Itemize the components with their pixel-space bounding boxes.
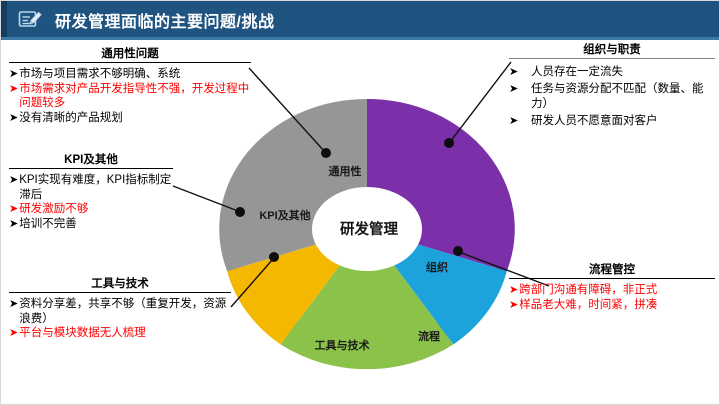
callout-kpi-rule [9, 168, 173, 169]
list-item-text: 样品老大难，时间紧，拼凑 [519, 298, 658, 311]
list-item-text: KPI实现有难度，KPI指标制定滞后 [19, 174, 172, 201]
pie-center-label: 研发管理 [340, 220, 398, 238]
list-item-text: 培训不完善 [19, 217, 77, 230]
list-item: ➤ 样品老大难，时间紧，拼凑 [509, 298, 715, 313]
callout-organization: 组织与职责 ➤ 人员存在一定流失 ➤ 任务与资源分配不匹配（数量、能力） ➤ 研… [509, 43, 715, 130]
bullet-marker: ➤ [509, 284, 519, 296]
list-item-text: 任务与资源分配不匹配（数量、能力） [531, 82, 704, 111]
callout-organization-title: 组织与职责 [583, 44, 641, 56]
list-item: ➤ 跨部门沟通有障碍，非正式 [509, 283, 715, 298]
callout-organization-rule [509, 58, 715, 59]
slide-header: 研发管理面临的主要问题/挑战 [1, 1, 719, 39]
list-item: ➤ 任务与资源分配不匹配（数量、能力） [509, 82, 715, 113]
pie-label-general: 通用性 [329, 164, 362, 178]
callout-kpi-body: ➤ KPI实现有难度，KPI指标制定滞后 ➤ 研发激励不够 ➤ 培训不完善 [9, 173, 173, 231]
callout-general-body: ➤ 市场与项目需求不够明确、系统 ➤ 市场需求对产品开发指导性不强，开发过程中问… [9, 67, 251, 125]
pie-label-process: 流程 [418, 329, 440, 343]
callout-kpi-title: KPI及其他 [64, 154, 118, 166]
list-item-text: 市场与项目需求不够明确、系统 [19, 68, 181, 80]
list-item-text: 跨部门沟通有障碍，非正式 [519, 284, 658, 296]
bullet-marker: ➤ [9, 174, 19, 186]
list-item: ➤ 研发激励不够 [9, 202, 173, 217]
callout-general-title: 通用性问题 [101, 48, 159, 60]
bullet-marker: ➤ [509, 114, 519, 127]
list-item-text: 研发人员不愿意面对客户 [531, 114, 658, 127]
list-item: ➤ 资料分享差，共享不够（重复开发，资源浪费） [9, 297, 231, 326]
bullet-marker: ➤ [509, 82, 519, 95]
list-item: ➤ KPI实现有难度，KPI指标制定滞后 [9, 173, 173, 202]
list-item: ➤ 培训不完善 [9, 217, 173, 232]
callout-process-body: ➤ 跨部门沟通有障碍，非正式 ➤ 样品老大难，时间紧，拼凑 [509, 283, 715, 312]
bullet-marker: ➤ [9, 111, 19, 124]
list-item-text: 研发激励不够 [19, 203, 89, 215]
callout-general: 通用性问题 ➤ 市场与项目需求不够明确、系统 ➤ 市场需求对产品开发指导性不强，… [9, 47, 251, 125]
list-item-text: 平台与模块数据无人梳理 [19, 327, 146, 339]
pie-center-hub [312, 187, 422, 271]
bullet-marker: ➤ [509, 298, 519, 311]
pie-label-organization: 组织 [426, 260, 448, 274]
callout-tools-rule [9, 292, 231, 293]
pie-label-kpi: KPI及其他 [259, 208, 310, 222]
list-item-text: 资料分享差，共享不够（重复开发，资源浪费） [19, 298, 227, 325]
pie-slice-tools[interactable] [280, 229, 454, 369]
list-item-text: 没有清晰的产品规划 [19, 111, 123, 124]
bullet-marker: ➤ [9, 298, 19, 310]
callout-process: 流程管控 ➤ 跨部门沟通有障碍，非正式 ➤ 样品老大难，时间紧，拼凑 [509, 263, 715, 312]
callout-process-title: 流程管控 [589, 264, 635, 276]
list-item-text: 人员存在一定流失 [531, 66, 623, 78]
callout-tools: 工具与技术 ➤ 资料分享差，共享不够（重复开发，资源浪费） ➤ 平台与模块数据无… [9, 277, 231, 341]
list-item-text: 市场需求对产品开发指导性不强，开发过程中问题较多 [19, 82, 250, 110]
page-title: 研发管理面临的主要问题/挑战 [55, 14, 275, 31]
list-item: ➤ 没有清晰的产品规划 [9, 111, 251, 126]
rd-management-pie-chart: 组织 流程 工具与技术 KPI及其他 通用性 研发管理 [197, 97, 537, 369]
list-item: ➤ 市场与项目需求不够明确、系统 [9, 67, 251, 82]
list-item: ➤ 研发人员不愿意面对客户 [509, 114, 715, 130]
bullet-marker: ➤ [9, 203, 19, 215]
bullet-marker: ➤ [9, 327, 19, 339]
callout-general-rule [9, 62, 251, 63]
bullet-marker: ➤ [9, 82, 19, 95]
callout-tools-body: ➤ 资料分享差，共享不够（重复开发，资源浪费） ➤ 平台与模块数据无人梳理 [9, 297, 231, 341]
header-accent-bar [1, 1, 7, 39]
pie-label-tools: 工具与技术 [315, 338, 370, 352]
callout-tools-title: 工具与技术 [91, 278, 149, 290]
bullet-marker: ➤ [509, 66, 519, 78]
bullet-marker: ➤ [9, 217, 19, 230]
bullet-marker: ➤ [9, 68, 19, 80]
callout-organization-body: ➤ 人员存在一定流失 ➤ 任务与资源分配不匹配（数量、能力） ➤ 研发人员不愿意… [509, 65, 715, 129]
note-pencil-icon [18, 11, 42, 27]
callout-process-rule [509, 278, 715, 279]
list-item: ➤ 市场需求对产品开发指导性不强，开发过程中问题较多 [9, 82, 251, 111]
header-underline [1, 37, 719, 40]
list-item: ➤ 平台与模块数据无人梳理 [9, 326, 231, 341]
callout-kpi: KPI及其他 ➤ KPI实现有难度，KPI指标制定滞后 ➤ 研发激励不够 ➤ 培… [9, 153, 173, 231]
list-item: ➤ 人员存在一定流失 [509, 65, 715, 81]
